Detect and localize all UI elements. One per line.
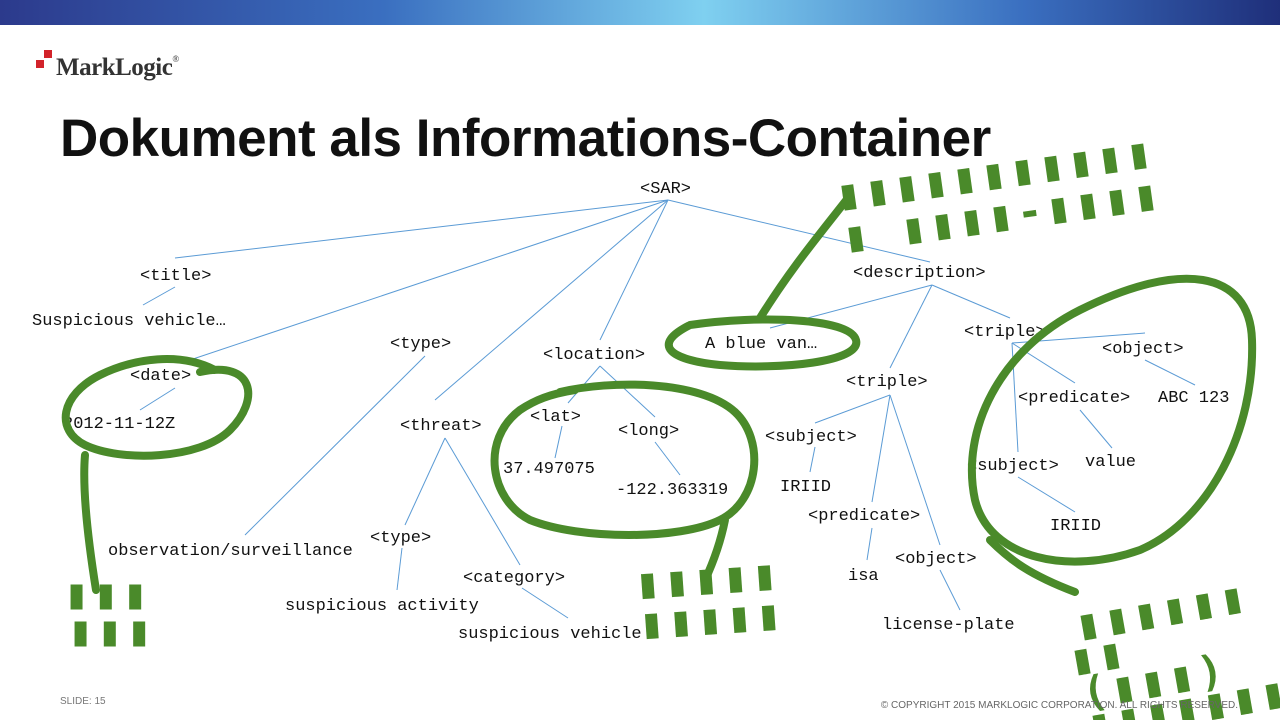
value-long: -122.363319	[616, 481, 728, 500]
node-long: <long>	[618, 422, 679, 441]
edge	[404, 437, 446, 526]
value-category: suspicious vehicle	[458, 625, 642, 644]
node-t2-object: <object>	[1102, 340, 1184, 359]
node-triple-2: <triple>	[964, 323, 1046, 342]
logo-mark-square	[44, 50, 52, 58]
callout-geo-line2: ▮▮▮▮▮	[637, 589, 786, 648]
slide-number: SLIDE: 15	[60, 696, 106, 707]
value-type: observation/surveillance	[108, 542, 353, 561]
edge	[809, 446, 816, 473]
node-location: <location>	[543, 346, 645, 365]
node-title: <title>	[140, 267, 211, 286]
edge	[244, 355, 426, 536]
node-t2-subject: <subject>	[967, 457, 1059, 476]
edge	[889, 284, 933, 369]
highlight-triple-pointer	[986, 536, 1079, 596]
edge	[142, 286, 176, 306]
value-t2-predicate: value	[1085, 453, 1136, 472]
logo-registered-mark: ®	[172, 54, 179, 64]
node-sar: <SAR>	[640, 180, 691, 199]
edge	[396, 547, 403, 591]
edge	[667, 199, 931, 263]
edge	[654, 441, 681, 476]
value-threat-type: suspicious activity	[285, 597, 479, 616]
node-t1-object: <object>	[895, 550, 977, 569]
node-threat: <threat>	[400, 417, 482, 436]
edge	[1017, 476, 1076, 513]
logo-mark-square	[36, 60, 44, 68]
edge	[1079, 409, 1113, 449]
node-description: <description>	[853, 264, 986, 283]
node-t2-predicate: <predicate>	[1018, 389, 1130, 408]
highlight-geo-circle	[490, 380, 759, 539]
tree-nodes: <SAR> <title> Suspicious vehicle… <date>…	[32, 180, 1229, 644]
highlight-triple-circle	[967, 274, 1257, 566]
value-t2-subject: IRIID	[1050, 517, 1101, 536]
callout-triple-line2: ▮▮	[1065, 626, 1131, 684]
value-t1-predicate: isa	[848, 567, 879, 586]
highlight-date-circle	[61, 355, 253, 460]
logo-word: MarkLogic	[56, 54, 173, 81]
highlight-description-circle	[664, 315, 861, 371]
callout-date-line1: ▮▮▮	[64, 569, 152, 618]
logo-wordmark: MarkLogic®	[56, 54, 179, 82]
edge	[814, 394, 891, 424]
edge	[139, 387, 176, 411]
node-date: <date>	[130, 367, 191, 386]
value-lat: 37.497075	[503, 460, 595, 479]
edge	[871, 394, 891, 503]
edge	[866, 527, 873, 561]
edge	[939, 569, 961, 611]
edge	[434, 199, 669, 401]
edge	[1144, 359, 1196, 386]
edge	[174, 199, 669, 259]
top-gradient-bar	[0, 0, 1280, 25]
value-t1-subject: IRIID	[780, 478, 831, 497]
value-description: A blue van…	[705, 335, 817, 354]
node-t1-predicate: <predicate>	[808, 507, 920, 526]
edge	[599, 199, 669, 341]
node-threat-type: <type>	[370, 529, 431, 548]
node-category: <category>	[463, 569, 565, 588]
edge	[521, 587, 569, 619]
edge	[889, 394, 941, 546]
callout-date-line2: ▮▮▮	[68, 606, 156, 655]
node-t1-subject: <subject>	[765, 428, 857, 447]
tree-edges	[139, 199, 1196, 619]
node-lat: <lat>	[530, 408, 581, 427]
node-type: <type>	[390, 335, 451, 354]
edge	[189, 199, 669, 361]
marklogic-logo: MarkLogic®	[36, 48, 206, 88]
slide-title: Dokument als Informations-Container	[60, 109, 991, 168]
value-title: Suspicious vehicle…	[32, 312, 226, 331]
edge	[444, 437, 521, 566]
edge	[554, 425, 563, 459]
value-date: 2012-11-12Z	[63, 415, 175, 434]
highlight-description-pointer	[756, 194, 852, 322]
highlight-annotations	[61, 194, 1257, 596]
highlight-date-pointer	[80, 451, 100, 594]
node-triple-1: <triple>	[846, 373, 928, 392]
callout-geo-line1: ▮▮▮▮▮	[633, 549, 782, 608]
value-t2-object: ABC 123	[1158, 389, 1229, 408]
edge	[599, 365, 656, 418]
edge	[931, 284, 1011, 319]
value-t1-object: license-plate	[882, 616, 1015, 635]
highlight-geo-pointer	[701, 516, 729, 584]
copyright-notice: © COPYRIGHT 2015 MARKLOGIC CORPORATION. …	[880, 700, 1238, 711]
